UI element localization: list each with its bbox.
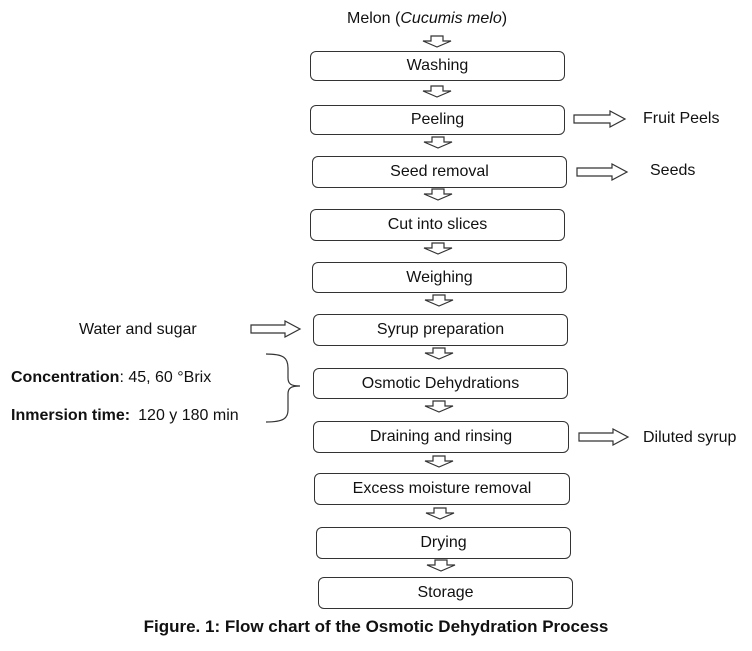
- down-arrow-icon: [424, 294, 454, 307]
- immersion-time-value: 120 y 180 min: [138, 407, 239, 424]
- down-arrow-icon: [423, 136, 453, 149]
- concentration-value: : 45, 60 °Brix: [119, 369, 212, 386]
- step-seed-removal: Seed removal: [312, 156, 567, 188]
- step-drying: Drying: [316, 527, 571, 559]
- down-arrow-icon: [424, 400, 454, 413]
- step-weighing: Weighing: [312, 262, 567, 293]
- step-syrup-preparation: Syrup preparation: [313, 314, 568, 346]
- condition-immersion-time: Inmersion time: 120 y 180 min: [11, 408, 239, 424]
- right-arrow-icon: [250, 320, 302, 338]
- step-storage: Storage: [318, 577, 573, 609]
- figure-caption: Figure. 1: Flow chart of the Osmotic Deh…: [143, 617, 609, 636]
- down-arrow-icon: [422, 85, 452, 98]
- step-excess-moisture-removal: Excess moisture removal: [314, 473, 570, 505]
- down-arrow-icon: [422, 35, 452, 48]
- input-water-and-sugar: Water and sugar: [79, 321, 197, 338]
- immersion-time-label: Inmersion time:: [11, 407, 131, 424]
- step-draining-and-rinsing: Draining and rinsing: [313, 421, 569, 453]
- down-arrow-icon: [423, 188, 453, 201]
- concentration-label: Concentration: [11, 369, 120, 386]
- down-arrow-icon: [425, 507, 455, 520]
- right-arrow-icon: [576, 163, 629, 181]
- output-seeds: Seeds: [650, 162, 696, 179]
- down-arrow-icon: [424, 347, 454, 360]
- step-peeling: Peeling: [310, 105, 565, 135]
- step-washing: Washing: [310, 51, 565, 81]
- condition-concentration: Concentration: 45, 60 °Brix: [11, 370, 211, 386]
- down-arrow-icon: [423, 242, 453, 255]
- right-arrow-icon: [578, 428, 630, 446]
- source-latin-name: Cucumis melo: [400, 10, 502, 27]
- output-fruit-peels: Fruit Peels: [643, 110, 720, 127]
- brace-icon: [265, 353, 301, 423]
- down-arrow-icon: [426, 559, 456, 572]
- source-label: Melon (Cucumis melo): [347, 10, 508, 27]
- step-cut-into-slices: Cut into slices: [310, 209, 565, 241]
- step-osmotic-dehydrations: Osmotic Dehydrations: [313, 368, 568, 399]
- down-arrow-icon: [424, 455, 454, 468]
- output-diluted-syrup: Diluted syrup: [643, 429, 737, 446]
- right-arrow-icon: [573, 110, 627, 128]
